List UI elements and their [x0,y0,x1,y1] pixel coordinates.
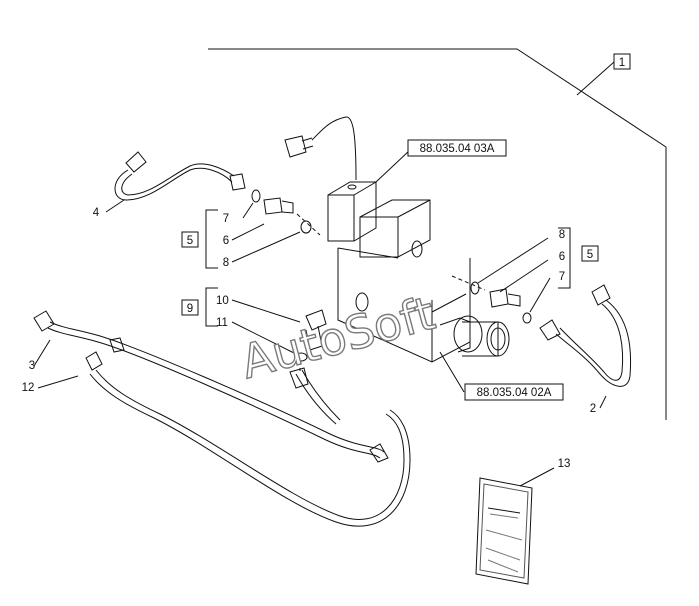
callout-7-right: 7 [559,271,565,283]
tube-12 [85,351,411,527]
fitting-right [451,275,532,324]
reference-box-top[interactable]: 88.035.04 03A [407,139,507,157]
callout-11: 11 [216,317,228,329]
callout-6-right: 6 [559,251,565,263]
callout-5-left: 5 [187,235,193,247]
callout-3: 3 [29,360,35,372]
reference-bottom: 88.035.04 02A [477,387,552,399]
callout-7-left: 7 [223,213,229,225]
callout-8-left: 8 [223,257,229,269]
callout-13: 13 [558,458,571,470]
callout-4: 4 [93,207,100,219]
callout-9: 9 [187,303,193,315]
tube-4 [114,151,246,201]
reference-box-bottom[interactable]: 88.035.04 02A [464,383,564,401]
callout-box-5-left: 5 [181,231,199,248]
tube-3 [33,310,389,463]
leader-lines [33,149,607,487]
fitting-left [251,189,321,236]
callout-12: 12 [22,382,35,394]
callout-8-right-top: 8 [559,229,565,241]
callout-box-5-right: 5 [581,245,599,262]
assembly-bracket-line [208,48,667,420]
callout-5-right: 5 [587,249,593,261]
callout-2: 2 [590,403,596,415]
manual-pack [475,477,533,585]
callout-6-left: 6 [223,235,229,247]
tube-2 [539,284,632,387]
electrical-connector [284,116,357,181]
callout-box-1: 1 [613,53,631,70]
valve-block [327,181,510,363]
callout-1: 1 [619,57,625,69]
callout-box-9: 9 [181,299,199,316]
callout-10: 10 [216,295,229,307]
elbow-fitting [294,309,327,372]
reference-top: 88.035.04 03A [420,143,495,155]
